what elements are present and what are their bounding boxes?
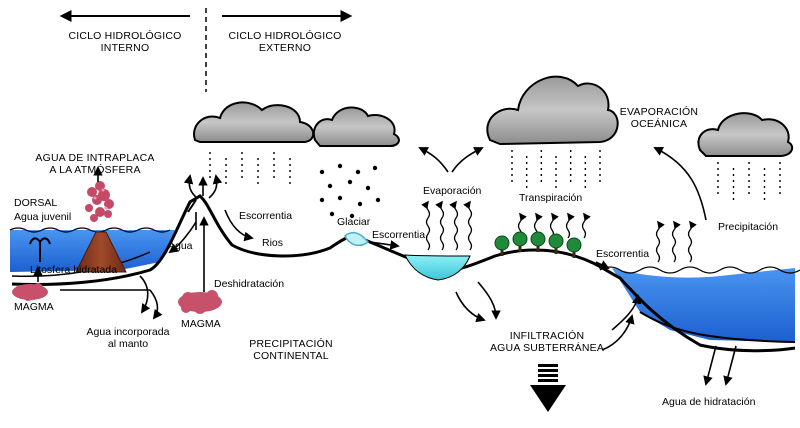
label-agua-manto-line1: Agua incorporada (86, 326, 170, 338)
lake (404, 254, 471, 281)
label-precipitacion-continental-line2: CONTINENTAL (253, 350, 329, 362)
label-agua-manto: Agua incorporada al manto (78, 326, 178, 350)
label-ciclo-externo-line1: CICLO HIDROLÓGICO (228, 30, 342, 42)
cloud-icon (697, 112, 794, 157)
tree-icon (530, 231, 546, 252)
label-agua-intraplaca-line1: AGUA DE INTRAPLACA (35, 152, 155, 164)
flow-arrows (33, 147, 737, 386)
magma-icon (178, 290, 222, 314)
label-dorsal: DORSAL (14, 197, 58, 209)
wavy-arrow (671, 220, 681, 263)
juvenile-water-fountain-icon (29, 237, 51, 262)
tree-icon (494, 235, 510, 256)
label-escorrentia-coast: Escorrentia (596, 248, 650, 260)
tree-icon (566, 237, 582, 258)
label-evaporacion: Evaporación (423, 185, 482, 197)
label-rios: Rios (262, 237, 284, 249)
label-infiltracion: INFILTRACIÓN AGUA SUBTERRÁNEA (482, 330, 612, 354)
label-evaporacion-oceanica-line2: OCEÁNICA (630, 118, 688, 130)
wavy-arrow (687, 220, 697, 263)
label-glaciar: Glaciar (337, 216, 371, 228)
label-agua-manto-line2: al manto (107, 338, 149, 350)
label-evaporacion-oceanica-line1: EVAPORACIÓN (619, 106, 699, 118)
wavy-arrow (449, 200, 459, 251)
wavy-arrow (435, 200, 445, 251)
label-ciclo-interno-line1: CICLO HIDROLÓGICO (68, 30, 182, 42)
label-precipitacion-continental: PRECIPITACIÓN CONTINENTAL (236, 338, 346, 362)
cycle-divider (59, 8, 353, 92)
label-magma-mid: MAGMA (181, 318, 221, 330)
label-infiltracion-line2: AGUA SUBTERRÁNEA (489, 342, 605, 354)
label-ciclo-externo-line2: EXTERNO (258, 42, 312, 54)
tree-icon (548, 233, 564, 254)
label-transpiracion: Transpiración (519, 192, 583, 204)
label-ciclo-interno-line2: INTERNO (100, 42, 150, 54)
wavy-arrow (655, 220, 665, 263)
label-litosfera: Litosfera hidratada (30, 264, 117, 276)
cloud-icon (486, 75, 619, 146)
tree-icon (512, 231, 528, 252)
label-infiltracion-line1: INFILTRACIÓN (509, 330, 585, 342)
label-ciclo-interno: CICLO HIDROLÓGICO INTERNO (60, 30, 190, 54)
label-precipitacion: Precipitación (718, 221, 779, 233)
volcano-icon (75, 181, 127, 273)
wavy-arrow (581, 212, 591, 239)
ocean (599, 266, 800, 343)
label-evaporacion-oceanica: EVAPORACIÓN OCEÁNICA (614, 106, 704, 130)
label-precipitacion-continental-line1: PRECIPITACIÓN (249, 338, 333, 350)
label-escorrentia-glacier: Escorrentia (372, 229, 426, 241)
wavy-arrow (421, 200, 431, 251)
snow (319, 163, 381, 219)
label-agua-intraplaca: AGUA DE INTRAPLACA A LA ATMÓSFERA (20, 152, 170, 176)
label-escorrentia-mountain: Escorrentia (239, 210, 293, 222)
label-magma-left: MAGMA (14, 301, 54, 313)
cloud-icon (312, 106, 400, 147)
rain (209, 150, 781, 202)
label-deshidratacion: Deshidratación (214, 278, 285, 290)
label-ciclo-externo: CICLO HIDROLÓGICO EXTERNO (220, 30, 350, 54)
wavy-arrow (565, 212, 575, 239)
label-agua-hidratacion: Agua de hidratación (662, 396, 756, 408)
label-agua: Agua (168, 240, 193, 252)
label-agua-intraplaca-line2: A LA ATMÓSFERA (49, 164, 141, 176)
down-arrow-icon (530, 364, 566, 412)
cloud-icon (193, 101, 315, 143)
glacier-icon (344, 231, 370, 247)
trees (494, 231, 582, 258)
wavy-arrow (463, 200, 473, 251)
label-agua-juvenil: Agua juvenil (14, 211, 72, 223)
magma-icon (12, 283, 48, 301)
